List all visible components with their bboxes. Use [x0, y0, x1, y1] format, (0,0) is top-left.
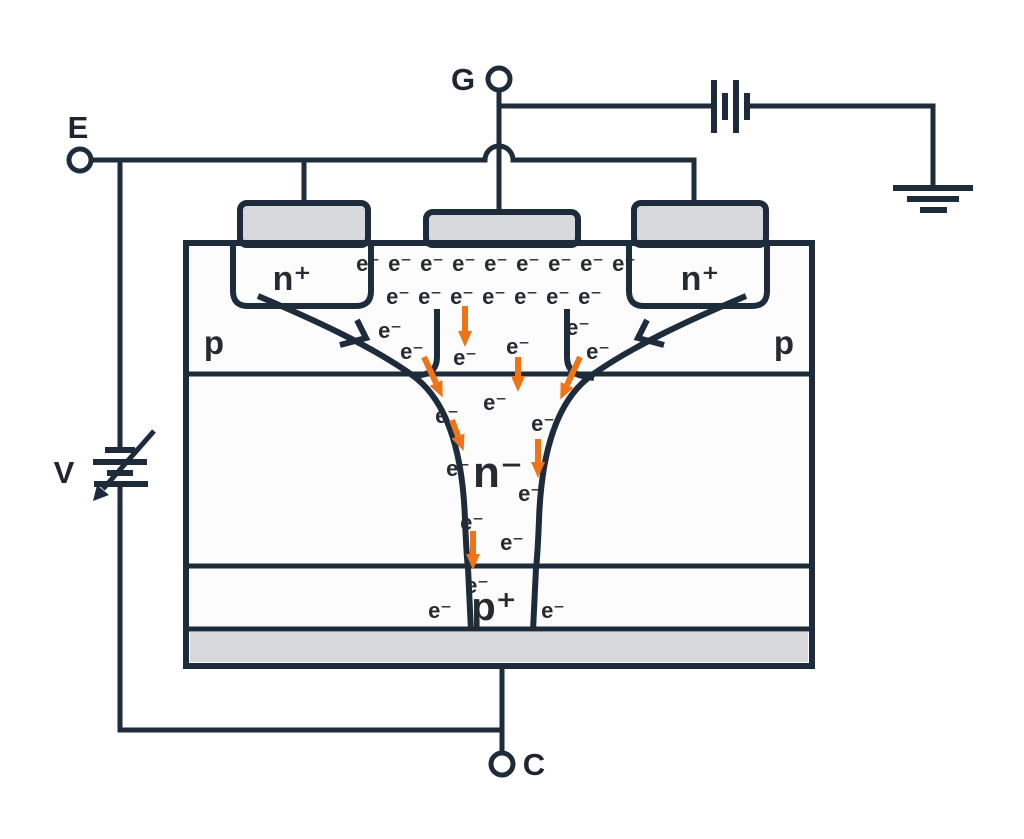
collector-label: C [523, 747, 545, 782]
electron-label: e⁻ [420, 251, 444, 276]
electron-label: e⁻ [428, 598, 452, 623]
n-drift-label: n⁻ [473, 448, 523, 497]
electron-label: e⁻ [500, 530, 524, 555]
p-left-label: p [204, 324, 224, 361]
electron-label: e⁻ [531, 411, 555, 436]
electron-label: e⁻ [452, 251, 476, 276]
layer-boundaries [189, 371, 809, 632]
electron-label: e⁻ [580, 251, 604, 276]
right-gate-electrode [631, 200, 769, 248]
electron-label: e⁻ [541, 598, 565, 623]
funnel-curve-left [256, 293, 474, 632]
n-plus-wells [230, 243, 770, 309]
right-n-plus-well [626, 243, 770, 309]
emitter-terminal-icon [66, 146, 94, 174]
funnel-curve-right [530, 293, 748, 632]
variable-voltage-source [93, 429, 156, 501]
electron-label: e⁻ [453, 345, 477, 370]
funnel-arrowhead-right [633, 318, 665, 348]
electron-label: e⁻ [578, 284, 602, 309]
electron-row-1: e⁻ e⁻ e⁻ e⁻ e⁻ e⁻ e⁻ e⁻ e⁻ [356, 251, 636, 276]
variable-arrow-head [93, 485, 109, 501]
electron-label: e⁻ [378, 318, 402, 343]
electron-label: e⁻ [450, 284, 474, 309]
electron-label: e⁻ [514, 284, 538, 309]
body-outline [183, 240, 815, 669]
electron-label: e⁻ [506, 334, 530, 359]
electron-label: e⁻ [548, 251, 572, 276]
electron-label: e⁻ [484, 251, 508, 276]
current-funnel [256, 293, 748, 632]
electron-label: e⁻ [400, 339, 424, 364]
n-plus-left-label: n⁺ [273, 260, 312, 298]
battery-ground-wire [750, 103, 936, 186]
left-gate-electrode [237, 200, 371, 248]
collector-metal-strip [190, 632, 808, 662]
flow-arrow-icon [421, 355, 443, 398]
electron-row-2: e⁻ e⁻ e⁻ e⁻ e⁻ e⁻ e⁻ [386, 284, 602, 309]
electron-label: e⁻ [418, 284, 442, 309]
gate-label: G [451, 62, 475, 97]
electron-label: e⁻ [518, 481, 542, 506]
electron-label: e⁻ [612, 251, 636, 276]
emitter-branch-lower [117, 486, 502, 733]
electron-label: e⁻ [482, 284, 506, 309]
electron-scatter: e⁻ e⁻ e⁻ e⁻ e⁻ e⁻ e⁻ e⁻ e⁻ e⁻ e⁻ e⁻ e⁻ e… [378, 315, 610, 623]
electron-label: e⁻ [386, 284, 410, 309]
electron-flow-arrows [421, 306, 583, 570]
flow-arrow-icon [449, 418, 465, 451]
flow-arrow-icon [560, 355, 583, 400]
electron-label: e⁻ [586, 339, 610, 364]
external-circuit [91, 91, 936, 753]
gate-electrodes [237, 200, 769, 248]
n-plus-right-label: n⁺ [681, 260, 720, 298]
ground-icon [893, 185, 973, 213]
electron-label: e⁻ [388, 251, 412, 276]
emitter-label: E [68, 110, 89, 145]
electron-label: e⁻ [435, 403, 459, 428]
electron-label: e⁻ [546, 284, 570, 309]
electron-label: e⁻ [446, 456, 470, 481]
left-n-plus-well [230, 243, 374, 309]
variable-arrow-shaft [101, 429, 156, 491]
electron-label: e⁻ [516, 251, 540, 276]
gate-terminal-icon [485, 65, 513, 93]
funnel-arrowhead-left [339, 318, 371, 348]
emitter-wire [91, 143, 697, 204]
electron-label: e⁻ [465, 573, 489, 598]
p-plus-label: p⁺ [471, 585, 517, 629]
electron-label: e⁻ [483, 390, 507, 415]
electron-label: e⁻ [356, 251, 380, 276]
p-right-label: p [774, 324, 794, 361]
electron-label: e⁻ [566, 315, 590, 340]
electron-label: e⁻ [460, 510, 484, 535]
collector-terminal-icon [488, 750, 516, 778]
voltage-label: V [54, 455, 75, 490]
gate-battery [711, 80, 750, 133]
